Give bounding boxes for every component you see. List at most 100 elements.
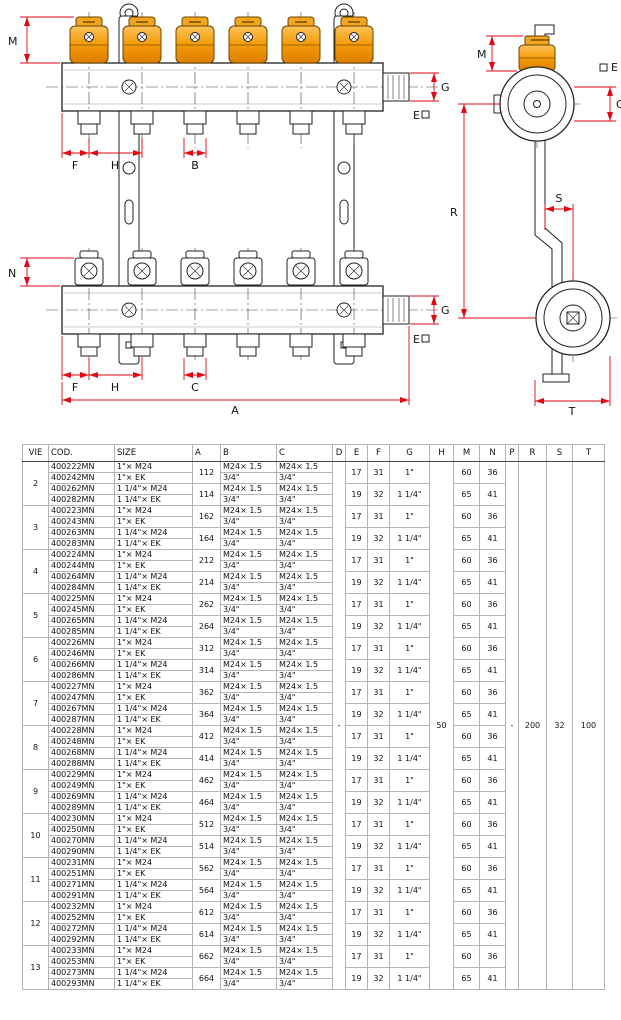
cell-cod: 400249MN (48, 780, 115, 792)
cell-g: 1" (389, 505, 430, 528)
column-header: D (332, 444, 346, 462)
cell-b: M24× 1.5 (220, 967, 277, 979)
cell-n: 36 (479, 901, 506, 924)
dim-label-m: M (8, 35, 18, 48)
cell-c: 3/4" (276, 472, 333, 484)
cell-size: 1"× M24 (114, 769, 193, 781)
cell-size: 1 1/4"× EK (114, 934, 193, 946)
cell-n: 41 (479, 791, 506, 814)
cell-m: 60 (453, 681, 480, 704)
cell-cod: 400271MN (48, 879, 115, 891)
cell-a: 164 (192, 527, 221, 550)
cell-g: 1 1/4" (389, 483, 430, 506)
cell-g: 1" (389, 901, 430, 924)
cell-g: 1 1/4" (389, 703, 430, 726)
side-top-port (493, 35, 580, 148)
cell-e: 19 (345, 571, 368, 594)
dimension-e-top: E (413, 109, 430, 122)
cell-size: 1"× EK (114, 736, 193, 748)
cell-size: 1"× EK (114, 604, 193, 616)
cell-e: 19 (345, 659, 368, 682)
cell-b: 3/4" (220, 868, 277, 880)
cell-b: M24× 1.5 (220, 527, 277, 539)
cell-size: 1 1/4"× EK (114, 494, 193, 506)
cell-e: 19 (345, 835, 368, 858)
cell-e: 19 (345, 747, 368, 770)
dim-label-e: E (413, 109, 420, 122)
cell-a: 664 (192, 967, 221, 990)
cell-c: M24× 1.5 (276, 791, 333, 803)
cell-c: 3/4" (276, 912, 333, 924)
cell-n: 36 (479, 549, 506, 572)
cell-b: 3/4" (220, 824, 277, 836)
cell-size: 1 1/4"× M24 (114, 703, 193, 715)
cell-c: M24× 1.5 (276, 571, 333, 583)
cell-cod: 400246MN (48, 648, 115, 660)
cell-r: 200 (518, 461, 547, 990)
dim-label-n: N (8, 267, 16, 280)
bracket-foot (542, 373, 570, 383)
cell-size: 1 1/4"× M24 (114, 483, 193, 495)
cell-vie: 9 (22, 769, 49, 814)
cell-c: M24× 1.5 (276, 483, 333, 495)
cell-c: 3/4" (276, 582, 333, 594)
cell-c: 3/4" (276, 802, 333, 814)
cell-a: 262 (192, 593, 221, 616)
cell-f: 31 (367, 901, 390, 924)
cell-b: 3/4" (220, 802, 277, 814)
cell-cod: 400247MN (48, 692, 115, 704)
cell-e: 17 (345, 901, 368, 924)
dim-label-h: H (111, 381, 119, 394)
cell-cod: 400288MN (48, 758, 115, 770)
cell-c: M24× 1.5 (276, 637, 333, 649)
cell-b: M24× 1.5 (220, 747, 277, 759)
cell-d: - (332, 461, 346, 990)
column-header: G (389, 444, 430, 462)
cell-cod: 400289MN (48, 802, 115, 814)
cell-b: 3/4" (220, 912, 277, 924)
cell-g: 1 1/4" (389, 747, 430, 770)
cell-cod: 400286MN (48, 670, 115, 682)
dimension-t: T (534, 356, 611, 418)
cell-cod: 400231MN (48, 857, 115, 869)
cell-e: 19 (345, 527, 368, 550)
cell-m: 65 (453, 703, 480, 726)
cell-size: 1"× M24 (114, 725, 193, 737)
dim-label-g: G (441, 81, 450, 94)
cell-a: 412 (192, 725, 221, 748)
cell-cod: 400251MN (48, 868, 115, 880)
cell-m: 60 (453, 725, 480, 748)
cell-cod: 400284MN (48, 582, 115, 594)
cell-n: 41 (479, 615, 506, 638)
dim-label-e: E (611, 61, 618, 74)
cell-cod: 400226MN (48, 637, 115, 649)
cell-b: M24× 1.5 (220, 945, 277, 957)
column-header: VIE (22, 444, 49, 462)
cell-n: 36 (479, 593, 506, 616)
cell-c: 3/4" (276, 780, 333, 792)
cell-e: 17 (345, 549, 368, 572)
cell-c: M24× 1.5 (276, 769, 333, 781)
dimension-a: A (61, 326, 410, 417)
dim-label-t: T (568, 405, 576, 418)
cell-c: 3/4" (276, 670, 333, 682)
cell-b: M24× 1.5 (220, 835, 277, 847)
cell-cod: 400272MN (48, 923, 115, 935)
cell-n: 41 (479, 703, 506, 726)
cell-cod: 400266MN (48, 659, 115, 671)
cell-m: 65 (453, 747, 480, 770)
cell-f: 31 (367, 945, 390, 968)
column-header: F (367, 444, 390, 462)
cell-size: 1 1/4"× EK (114, 626, 193, 638)
dim-label-b: B (191, 159, 199, 172)
